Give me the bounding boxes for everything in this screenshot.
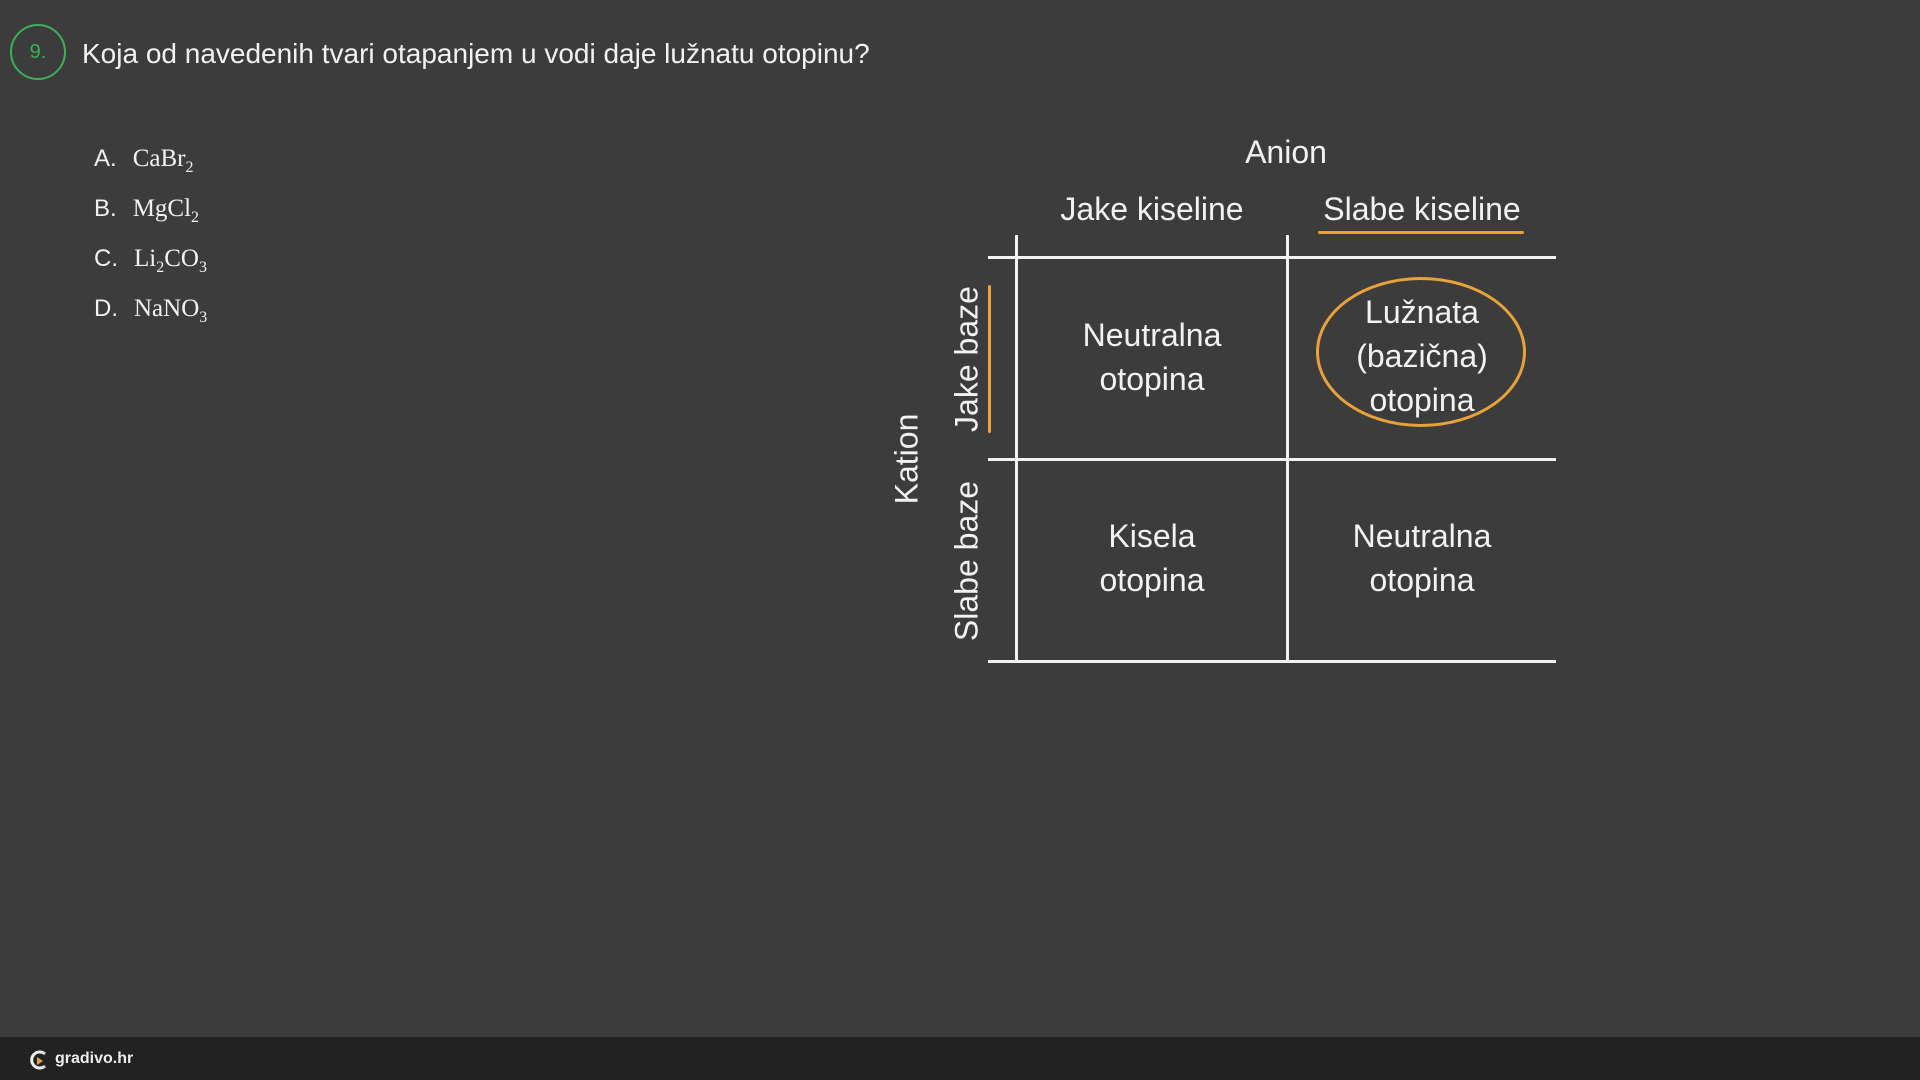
option-letter: D. bbox=[94, 295, 118, 322]
option-formula: Li2CO3 bbox=[134, 245, 207, 276]
option-formula: MgCl2 bbox=[132, 195, 200, 226]
option-b[interactable]: B. MgCl2 bbox=[94, 195, 199, 227]
highlight-circle bbox=[1316, 277, 1526, 427]
option-d[interactable]: D. NaNO3 bbox=[94, 295, 207, 327]
option-letter: A. bbox=[94, 145, 117, 172]
option-formula: NaNO3 bbox=[134, 295, 208, 326]
anion-label: Anion bbox=[1245, 134, 1327, 170]
grid-line-bottom bbox=[988, 660, 1556, 663]
footer-bar bbox=[0, 1037, 1920, 1080]
question-number: 9. bbox=[29, 41, 47, 63]
option-c[interactable]: C. Li2CO3 bbox=[94, 245, 207, 277]
brand-name[interactable]: gradivo.hr bbox=[55, 1050, 134, 1067]
grid-line-top bbox=[988, 256, 1556, 259]
column-header-weak-acids: Slabe kiseline bbox=[1323, 191, 1521, 227]
kation-label: Kation bbox=[888, 413, 925, 505]
option-a[interactable]: A. CaBr2 bbox=[94, 145, 193, 177]
option-formula: CaBr2 bbox=[132, 145, 194, 176]
grid-line-middle bbox=[988, 458, 1556, 461]
question-number-badge bbox=[10, 24, 66, 80]
option-letter: B. bbox=[94, 195, 117, 222]
grid-line-left bbox=[1015, 235, 1018, 661]
highlight-underline bbox=[1318, 231, 1524, 234]
grid-line-center bbox=[1286, 235, 1289, 661]
row-header-weak-bases: Slabe baze bbox=[948, 480, 985, 642]
gradivo-logo-icon[interactable] bbox=[28, 1049, 50, 1073]
highlight-sideline bbox=[988, 285, 991, 433]
question-text: Koja od navedenih tvari otapanjem u vodi… bbox=[82, 38, 870, 69]
row-header-strong-bases: Jake baze bbox=[948, 286, 985, 432]
option-letter: C. bbox=[94, 245, 118, 272]
column-header-strong-acids: Jake kiseline bbox=[1060, 191, 1244, 227]
cell-strong-base-weak-acid: Lužnata(bazična)otopina bbox=[1356, 294, 1488, 418]
